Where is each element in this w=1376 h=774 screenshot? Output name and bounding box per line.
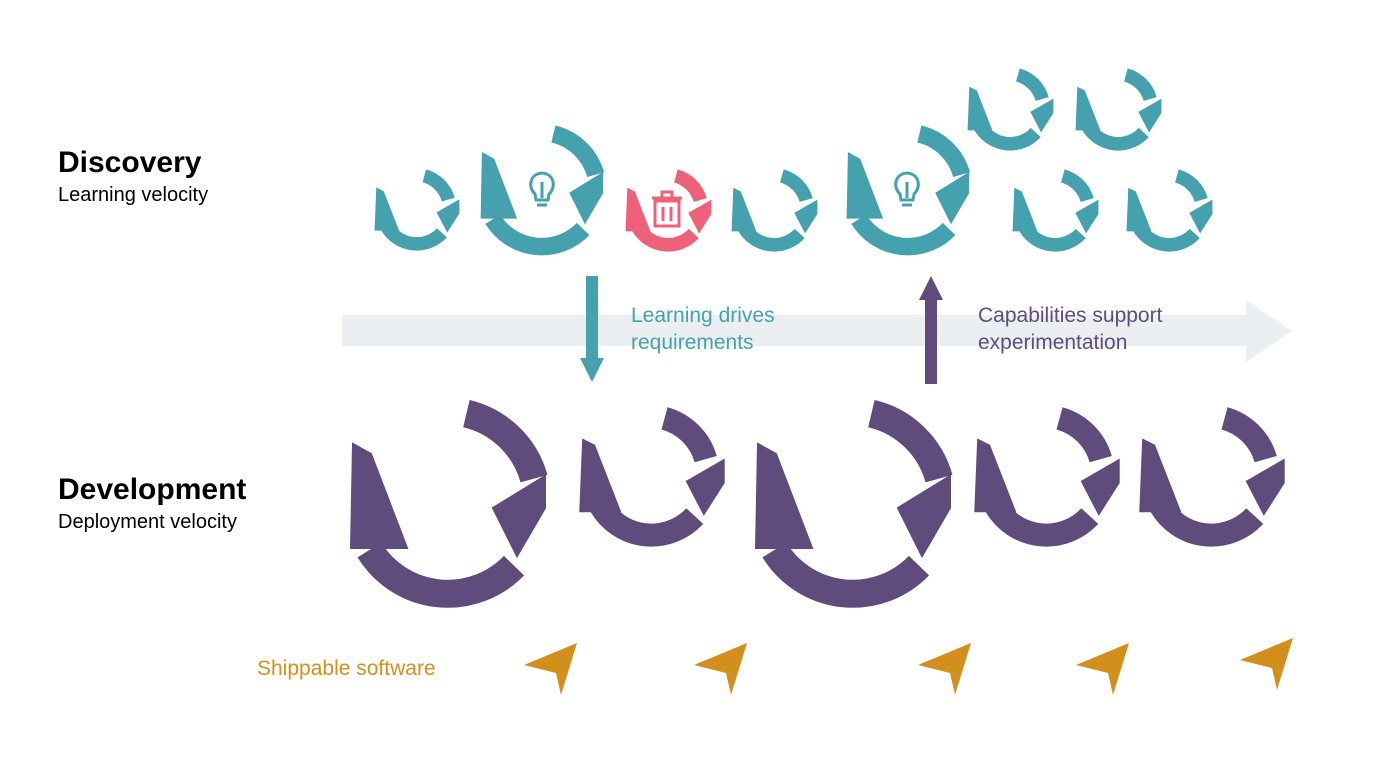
capabilities-note: Capabilities support experimentation <box>978 302 1162 356</box>
learning-down-arrow <box>580 276 604 382</box>
lightbulb-icon <box>894 171 920 207</box>
learning-note-line-1: Learning drives <box>631 304 775 327</box>
paper-plane-icon <box>1076 643 1129 695</box>
shippable-label: Shippable software <box>257 657 436 680</box>
discard-cycle-icon <box>626 176 711 245</box>
development-cycle-icon <box>351 414 545 594</box>
development-cycle-icon <box>1140 418 1284 535</box>
development-cycle-icon <box>975 418 1119 535</box>
discovery-cycle-icon <box>1127 176 1212 245</box>
discovery-subtitle: Learning velocity <box>58 184 209 206</box>
capabilities-note-line-2: experimentation <box>978 331 1128 354</box>
paper-plane-icon <box>918 643 971 695</box>
discovery-cycle-icon <box>1076 75 1161 144</box>
development-title: Development <box>58 473 247 506</box>
discovery-cycle-icon <box>732 176 817 245</box>
discovery-cycle-icon <box>375 176 459 244</box>
development-cycles <box>351 414 1284 594</box>
learning-note-line-2: requirements <box>631 331 754 354</box>
paper-plane-icon <box>524 643 577 695</box>
timeline-arrow <box>342 300 1292 362</box>
lightbulb-icon <box>529 171 555 207</box>
capabilities-note-line-1: Capabilities support <box>978 304 1163 327</box>
discovery-cycle-icon <box>968 75 1053 144</box>
development-subtitle: Deployment velocity <box>58 511 237 533</box>
paper-plane-icon <box>694 643 747 695</box>
discovery-cycle-icon <box>1013 176 1098 245</box>
trash-icon <box>652 190 682 228</box>
development-cycle-icon <box>580 418 724 535</box>
discovery-cycles <box>375 75 1212 247</box>
learning-note: Learning drives requirements <box>631 302 775 356</box>
discovery-title: Discovery <box>58 146 202 179</box>
capabilities-up-arrow <box>919 276 943 384</box>
shipped-icons <box>524 638 1293 695</box>
development-cycle-icon <box>756 414 950 594</box>
paper-plane-icon <box>1240 638 1293 690</box>
